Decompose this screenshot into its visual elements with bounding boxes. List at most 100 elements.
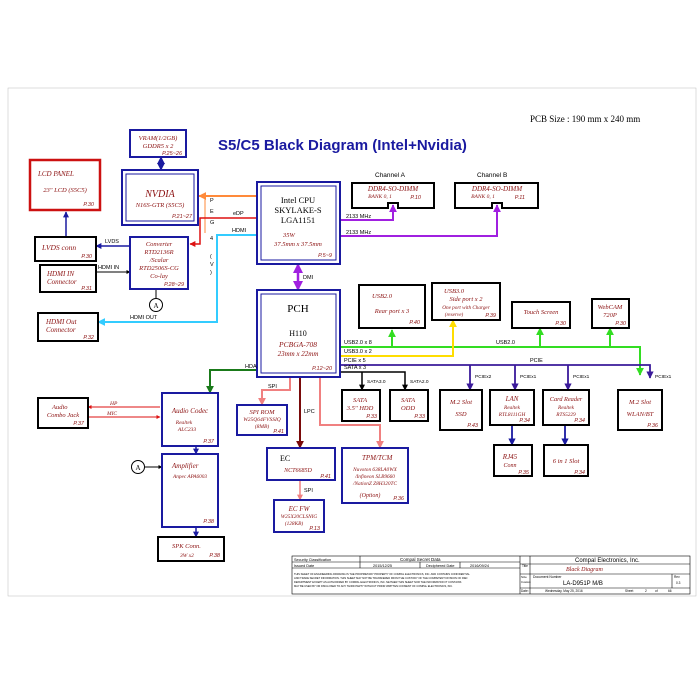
- codec-model: ALC233: [177, 427, 197, 433]
- rj45-sub: Conn: [503, 463, 516, 469]
- usb2-rear-page: P.40: [409, 320, 421, 326]
- hp-label: HP: [109, 401, 118, 407]
- ec-fw-part: W25X20CLSNIG: [281, 514, 318, 520]
- usb2-x8-label: USB2.0 x 8: [344, 340, 372, 346]
- webcam-title: WebCAM: [598, 304, 623, 311]
- tpm-option: (Option): [360, 492, 381, 499]
- lvds-conn-title: LVDS conn: [41, 243, 76, 252]
- hdmi-out-sub: Connector: [46, 326, 76, 334]
- tpm-line: [319, 377, 384, 449]
- m2-wlan-page: P.36: [647, 423, 659, 429]
- date-label: Date:: [521, 589, 529, 593]
- notice-line-2: AND TRADE SECRET INFORMATION. THIS SHEET…: [294, 576, 468, 580]
- webcam-page: P.30: [615, 321, 627, 327]
- card-reader-model: RTS5229: [555, 412, 576, 418]
- m2-wlan-sub: WLAN/BT: [627, 411, 654, 418]
- lcd-title: LCD PANEL: [37, 170, 74, 178]
- notice-line-4: MAY BE USED BY OR DISCLOSED TO ANY THIRD…: [294, 584, 453, 588]
- ddr-a-title: DDR4-SO-DIMM: [367, 185, 419, 193]
- cpu-size: 37.5mm x 37.5mm: [273, 241, 322, 248]
- vram-page: P.25~26: [162, 151, 183, 157]
- security-value: Compal Secret Data: [400, 557, 441, 562]
- m2-ssd-sub: SSD: [455, 411, 467, 418]
- pch-block: PCH H110 PCBGA-708 23mm x 22mm P.12~20: [256, 289, 341, 378]
- size-value: Custom: [521, 580, 531, 584]
- lcd-panel-block: LCD PANEL 23" LCD (S5C5) P.30: [28, 158, 102, 212]
- rj45-page: P.35: [518, 470, 530, 476]
- offpage-a2-label: A: [135, 464, 140, 472]
- sata-hdd-page: P.33: [366, 414, 378, 420]
- ddr-a-line: [340, 204, 397, 221]
- peg-letter-3: 4: [210, 236, 213, 242]
- deciphered-value: 2016/09/24: [470, 564, 489, 568]
- converter-l3: /Scalar: [149, 257, 169, 264]
- sata-hdd-sub: 3.5" HDD: [346, 405, 374, 412]
- hdmi-in-sub: Connector: [47, 278, 77, 286]
- converter-l5: Co-lay: [150, 273, 168, 280]
- usb3-x2-label: USB3.0 x 2: [344, 349, 372, 355]
- pciex1-card-label: PCIEx1: [573, 374, 590, 380]
- rev-value: 0.3: [676, 581, 681, 585]
- usb2-rear-title: USB2.0: [372, 293, 393, 300]
- notice-line-1: THIS SHEET OF ENGINEERING DRAWING IS THE…: [294, 572, 470, 576]
- hdmi-out-line: [97, 255, 218, 326]
- nvidia-sub: N16S-GTR (S5C5): [135, 202, 185, 209]
- peg-letter-4: (: [210, 254, 212, 260]
- sheet-frame: [7, 87, 697, 597]
- ddr-a-sub: BANK 0, 1: [368, 194, 392, 200]
- spi-line: [258, 377, 291, 406]
- ec-model: NCT6685D: [283, 468, 312, 474]
- sata-hdd-title: SATA: [353, 397, 367, 404]
- codec-page: P.37: [203, 439, 215, 445]
- spi2-label: SPI: [304, 488, 313, 494]
- usb3-side-l3: One port with Charger: [442, 305, 490, 311]
- spi-rom-page: P.41: [273, 429, 284, 435]
- lvds-conn-block: LVDS conn P.30: [34, 236, 97, 262]
- ec-title: EC: [280, 454, 290, 463]
- lan-block: LAN Realtek RTL8111GH P.34: [489, 389, 535, 426]
- title-block-text: Security Classification Compal Secret Da…: [294, 557, 681, 593]
- card-reader-page: P.34: [574, 418, 585, 424]
- hdmi-out-title: HDMI Out: [45, 318, 78, 326]
- usb2-rear-sub: Rear port x 3: [374, 308, 410, 315]
- m2-ssd-page: P.43: [467, 423, 479, 429]
- usb2-bus-line: [340, 346, 644, 376]
- docnum-label: Document Number: [533, 575, 562, 579]
- ec-block: EC NCT6685D P.41: [266, 447, 336, 481]
- size-label: Size: [521, 575, 527, 579]
- vram-title: VRAM(1/2GB): [139, 135, 178, 142]
- usb3-side-title: USB3.0: [444, 288, 465, 295]
- signal-labels: LVDS eDP HDMI HDMI IN HDMI OUT P E G 4 (…: [98, 172, 672, 494]
- ddr-b-line: [340, 204, 501, 237]
- pch-size: 23mm x 22mm: [278, 350, 319, 358]
- ddr-a-block: DDR4-SO-DIMM BANK 0, 1 P.10: [351, 182, 435, 209]
- pch-package: PCBGA-708: [278, 340, 317, 349]
- lan-page: P.34: [519, 418, 530, 424]
- m2-wlan-block: M.2 Slot WLAN/BT P.36: [617, 389, 663, 431]
- cpu-tdp: 35W: [282, 232, 296, 239]
- six-in-one-title: 6 in 1 Slot: [553, 458, 580, 465]
- tpm-l3: /Infineon SLB9660: [354, 473, 395, 480]
- security-label: Security Classification: [294, 558, 331, 562]
- edp-line: [189, 217, 257, 247]
- converter-l2: RTD2136R: [143, 249, 173, 256]
- audio-jack-block: Audio Combo Jack P.37: [37, 397, 89, 429]
- rev-label: Rev: [674, 575, 680, 579]
- vram-sub: GDDR5 x 2: [143, 143, 174, 150]
- card-reader-block: Card Reader Realtek RTS5229 P.34: [542, 389, 590, 426]
- six-in-one-page: P.34: [574, 470, 585, 476]
- cpu-page: P.5~9: [318, 253, 332, 259]
- usb2-rear-block: USB2.0 Rear port x 3 P.40: [358, 284, 426, 329]
- amplifier-block: Amplifier Anpec APA6003 P.38: [161, 453, 219, 528]
- hdmi-out-page: P.32: [83, 335, 94, 341]
- ec-fw-block: EC FW W25X20CLSNIG (128KB) P.13: [273, 499, 325, 533]
- cpu-sub2: LGA1151: [281, 215, 315, 225]
- peg-vertical-label: P E G 4 ( V ): [210, 198, 214, 276]
- webcam-sub: 720P: [603, 312, 617, 319]
- notice-line-3: DEPARTMENT EXCEPT AS AUTHORIZED BY COMPA…: [294, 580, 462, 584]
- channel-a-label: Channel A: [375, 172, 406, 179]
- touch-screen-block: Touch Screen P.30: [511, 301, 571, 329]
- peg-letter-6: ): [210, 270, 212, 276]
- tpm-block: TPM/TCM Nuvoton 638LA0WX /Infineon SLB96…: [341, 447, 409, 504]
- hdmi-in-block: HDMI IN Connector P.31: [39, 264, 97, 293]
